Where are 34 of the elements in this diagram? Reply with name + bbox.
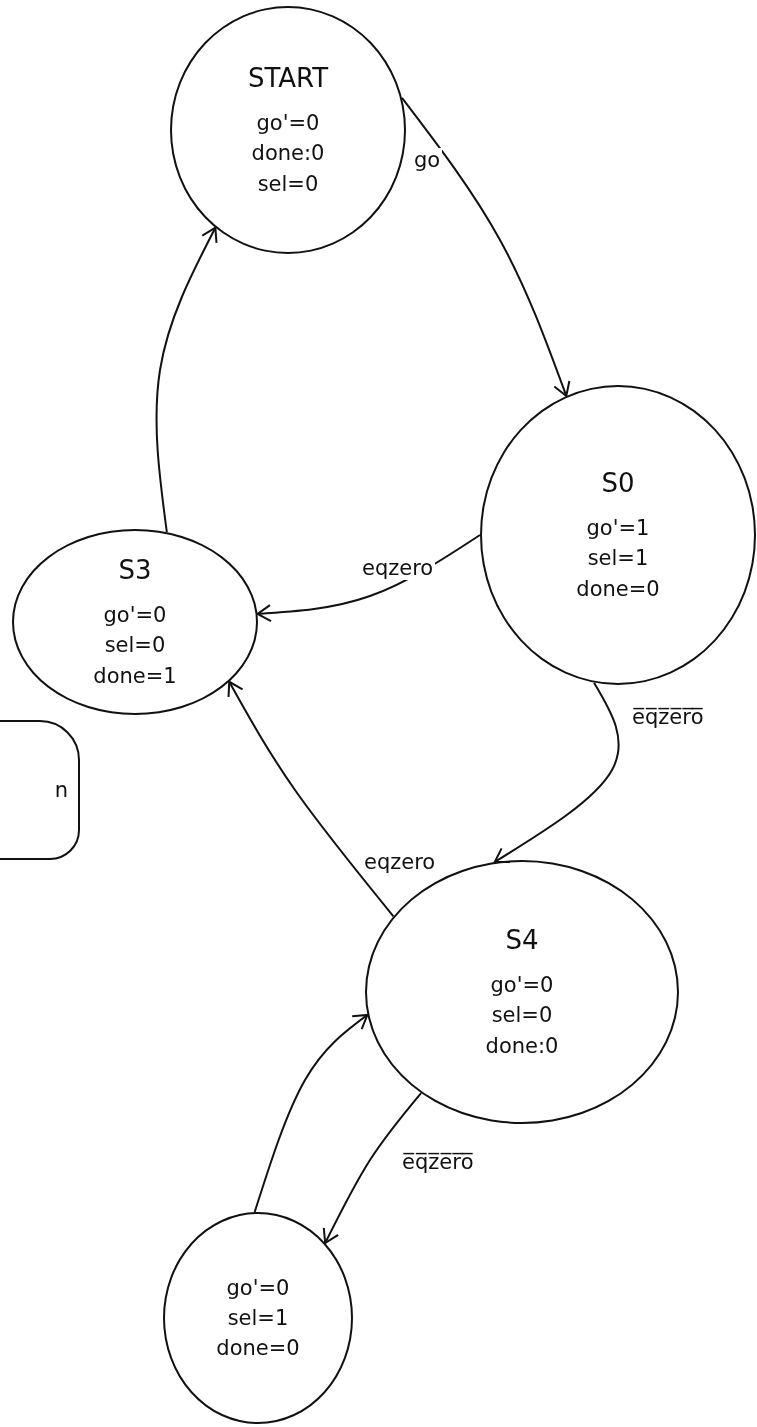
- state-output: sel=1: [227, 1305, 289, 1331]
- edge-label: go: [412, 148, 443, 172]
- state-output: done=1: [93, 663, 177, 688]
- state-ellipse: [170, 6, 406, 254]
- state-ellipse: [480, 385, 756, 685]
- state-output: done:0: [251, 141, 325, 166]
- transition-arrow: [227, 680, 395, 918]
- state-name: S4: [505, 926, 539, 957]
- transition-arrow: [322, 1092, 423, 1245]
- state-output: sel=0: [491, 1003, 553, 1028]
- transition-arrow: [493, 681, 620, 863]
- state-output: done=0: [576, 576, 660, 601]
- state-output: go'=0: [490, 973, 554, 998]
- edge-label: e̅q̅z̅e̅r̅o̅: [630, 705, 706, 729]
- state-output: n: [54, 777, 68, 803]
- state-name: START: [247, 64, 329, 95]
- transition-arrow: [256, 534, 481, 623]
- state-output: done=0: [216, 1336, 300, 1361]
- state-ellipse: [12, 529, 258, 715]
- state-output: go'=1: [586, 516, 650, 541]
- transition-arrow: [401, 96, 571, 397]
- state-output: sel=0: [257, 171, 319, 196]
- state-name: S3: [118, 556, 152, 587]
- transition-arrow: [155, 226, 218, 534]
- state-output: go'=0: [103, 603, 167, 628]
- transition-arrow: [253, 1013, 369, 1214]
- edge-label: e̅q̅z̅e̅r̅o̅: [400, 1150, 476, 1174]
- state-output: sel=1: [587, 546, 649, 571]
- state-output: sel=0: [104, 633, 166, 658]
- state-name: S0: [601, 469, 635, 500]
- state-output: done:0: [485, 1033, 559, 1058]
- state-ellipse: [163, 1212, 353, 1424]
- state-output: go'=0: [256, 111, 320, 136]
- state-output: go'=0: [226, 1275, 290, 1300]
